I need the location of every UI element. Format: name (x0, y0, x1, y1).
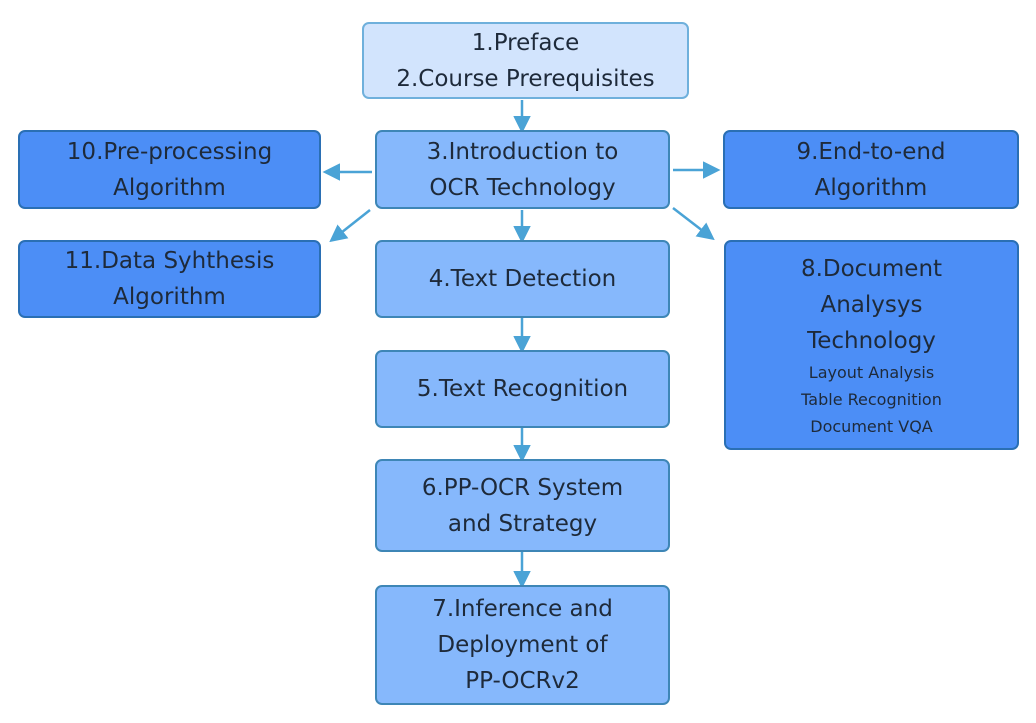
node-line: and Strategy (447, 510, 598, 537)
node-pp-ocr-system: 6.PP-OCR System and Strategy (375, 459, 670, 552)
node-introduction-ocr: 3.Introduction to OCR Technology (375, 130, 670, 209)
node-pre-processing: 10.Pre-processing Algorithm (18, 130, 321, 209)
node-line: 7.Inference and (432, 596, 613, 622)
node-line: PP-OCRv2 (465, 668, 580, 694)
node-line: 4.Text Detection (428, 266, 617, 292)
node-line: Algorithm (113, 284, 226, 310)
arrow-3-to-11 (329, 209, 371, 243)
node-line: 3.Introduction to (426, 138, 619, 165)
node-text-recognition: 5.Text Recognition (375, 350, 670, 428)
node-line: Analysys (820, 291, 923, 318)
node-inference-deployment: 7.Inference and Deployment of PP-OCRv2 (375, 585, 670, 705)
node-line: Deployment of (437, 632, 608, 658)
node-line: OCR Technology (429, 174, 616, 201)
node-line: 2.Course Prerequisites (396, 65, 655, 92)
node-end-to-end: 9.End-to-end Algorithm (723, 130, 1019, 209)
node-subline: Table Recognition (801, 389, 942, 409)
node-line: 5.Text Recognition (416, 376, 629, 402)
node-line: 8.Document (800, 255, 943, 282)
node-preface-prerequisites: 1.Preface 2.Course Prerequisites (362, 22, 689, 99)
node-document-analysis: 8.Document Analysys Technology Layout An… (724, 240, 1019, 450)
node-line: 6.PP-OCR System (421, 474, 624, 501)
node-text-detection: 4.Text Detection (375, 240, 670, 318)
node-line: 1.Preface (471, 29, 580, 56)
node-line: Technology (807, 327, 936, 354)
node-line: 11.Data Syhthesis (64, 248, 275, 274)
node-data-synthesis: 11.Data Syhthesis Algorithm (18, 240, 321, 318)
node-subline: Document VQA (810, 416, 933, 436)
node-subline: Layout Analysis (808, 362, 935, 382)
arrow-3-to-8 (672, 207, 715, 241)
node-line: 10.Pre-processing (66, 138, 273, 165)
node-line: 9.End-to-end (796, 138, 946, 165)
node-line: Algorithm (113, 174, 226, 201)
node-line: Algorithm (814, 174, 928, 201)
